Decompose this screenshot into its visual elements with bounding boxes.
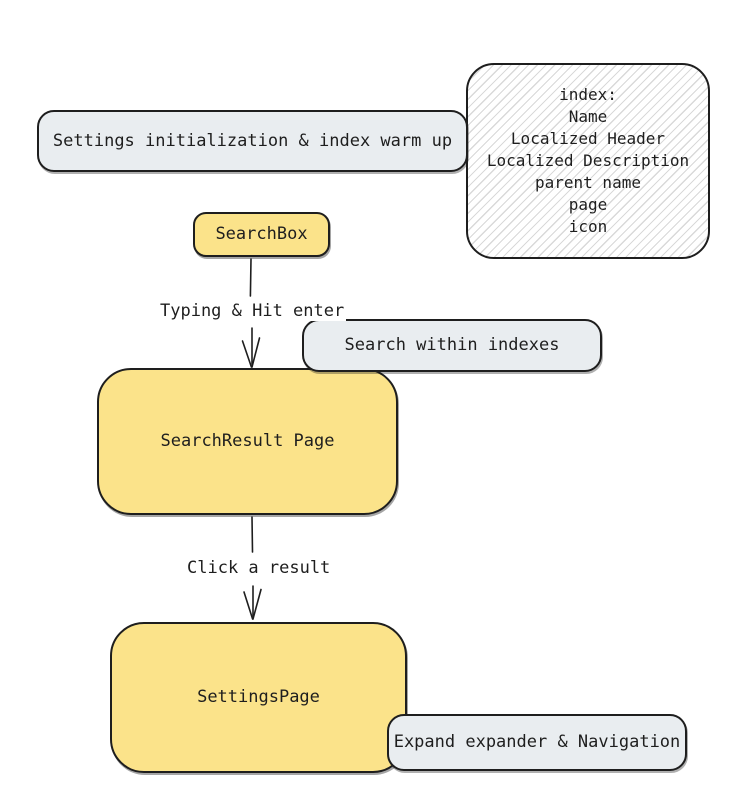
node-expand-navigation: Expand expander & Navigation: [387, 714, 687, 771]
node-search-within-indexes: Search within indexes: [302, 319, 602, 372]
arrow-click-shaft-top: [251, 516, 254, 553]
edge-label-typing-hit-enter: Typing & Hit enter: [158, 301, 347, 321]
node-search-result-page-label: SearchResult Page: [160, 431, 335, 451]
node-settings-page: SettingsPage: [110, 622, 407, 773]
node-search-within-indexes-label: Search within indexes: [344, 335, 560, 355]
node-settings-initialization: Settings initialization & index warm up: [37, 110, 468, 172]
node-expand-navigation-label: Expand expander & Navigation: [393, 732, 681, 752]
node-search-box: SearchBox: [193, 212, 330, 257]
arrow-typing-shaft-top: [249, 258, 252, 297]
arrow-typing-head-left: [241, 340, 253, 368]
node-search-box-label: SearchBox: [215, 224, 308, 244]
note-index-fields-text: index: Name Localized Header Localized D…: [486, 85, 690, 236]
arrow-click-head-right: [252, 588, 262, 620]
node-settings-page-label: SettingsPage: [197, 687, 320, 707]
node-settings-initialization-label: Settings initialization & index warm up: [52, 130, 453, 151]
arrow-click-head-left: [243, 591, 254, 620]
edge-label-click-a-result: Click a result: [185, 558, 333, 578]
arrow-typing-head-right: [251, 337, 261, 368]
node-search-result-page: SearchResult Page: [97, 368, 398, 515]
note-index-fields: index: Name Localized Header Localized D…: [466, 63, 710, 259]
